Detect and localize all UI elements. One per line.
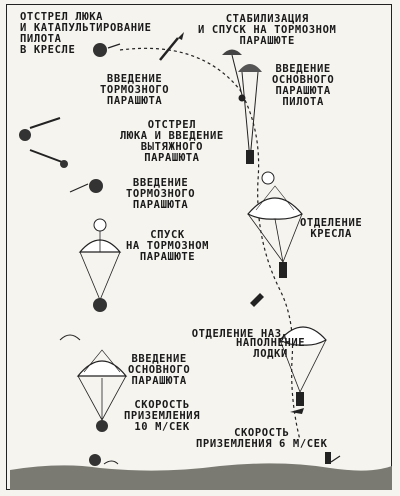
seat-separation-canopy [247, 171, 303, 278]
label-stabilization: СТАБИЛИЗАЦИЯ И СПУСК НА ТОРМОЗНОМ ПАРАШЮ… [198, 13, 337, 47]
label-hatch-eject: ОТСТРЕЛ ЛЮКА И КАТАПУЛЬТИРОВАНИЕ ПИЛОТА … [20, 11, 152, 56]
label-hatch-pilot-chute: ОТСТРЕЛ ЛЮКА И ВВЕДЕНИЕ ВЫТЯЖНОГО ПАРАШЮ… [120, 119, 224, 164]
label-drogue-descent: СПУСК НА ТОРМОЗНОМ ПАРАШЮТЕ [126, 229, 210, 263]
label-nz-separation-text: ОТДЕЛЕНИЕ НАЗ [191, 328, 282, 340]
label-main-deploy-left: ВВЕДЕНИЕ ОСНОВНОГО ПАРАШЮТА [128, 353, 191, 387]
label-landing-speed-right: СКОРОСТЬ ПРИЗЕМЛЕНИЯ 6 М/СЕК [196, 427, 328, 450]
falling-seat-figure [250, 293, 264, 307]
drogue-deploy-left-figure [69, 179, 103, 193]
label-landing-speed-left: СКОРОСТЬ ПРИЗЕМЛЕНИЯ 10 М/СЕК [124, 399, 201, 433]
landed-pilot-right [325, 452, 341, 464]
nz-separation-canopy [279, 326, 327, 414]
label-seat-separation: ОТДЕЛЕНИЕ КРЕСЛА [300, 217, 363, 240]
main-chute-left-figure [59, 334, 128, 432]
main-chute-right-top [238, 64, 262, 164]
hatch-shot-figure [19, 117, 68, 168]
label-nz-sub: А [281, 333, 288, 343]
stabilizing-seat-figure [159, 32, 184, 61]
label-boat-inflation: НАПОЛНЕНИЕ ЛОДКИ [236, 337, 306, 360]
label-main-deploy-right: ВВЕДЕНИЕ ОСНОВНОГО ПАРАШЮТА ПИЛОТА [272, 63, 335, 108]
drogue-descent-figure [78, 218, 122, 312]
label-nz-separation: ОТДЕЛЕНИЕ НАЗА [164, 318, 287, 354]
ground-line [10, 463, 392, 490]
label-drogue-deploy-2: ВВЕДЕНИЕ ТОРМОЗНОГО ПАРАШЮТА [126, 177, 196, 211]
eject-seat-top-figure [93, 43, 121, 57]
right-trajectory-path [119, 47, 301, 441]
drogue-seat-figure [222, 49, 246, 102]
landed-pilot-left [89, 454, 119, 466]
label-drogue-deploy-1: ВВЕДЕНИЕ ТОРМОЗНОГО ПАРАШЮТА [100, 73, 170, 107]
